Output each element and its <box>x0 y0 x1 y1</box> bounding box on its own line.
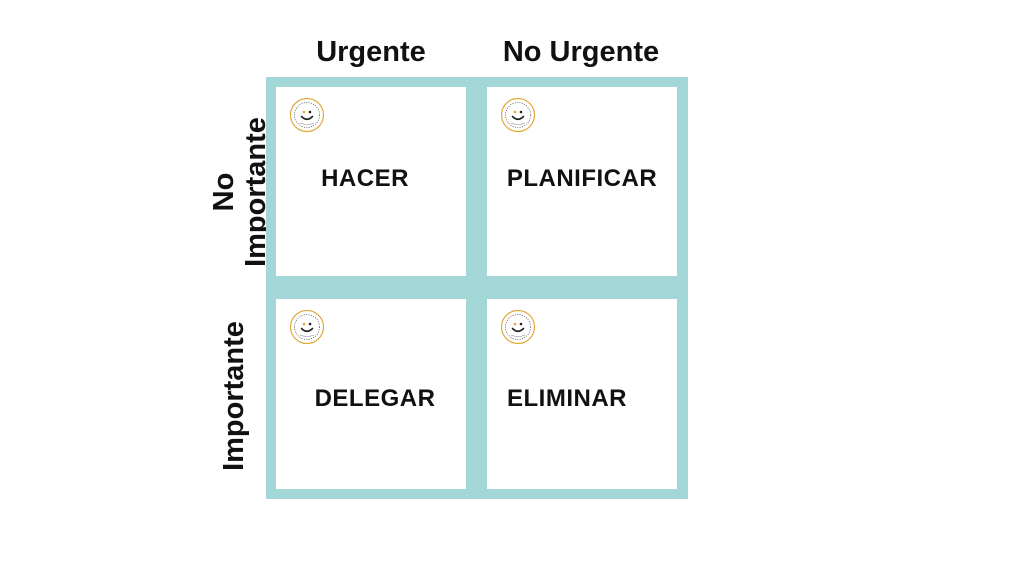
quadrant-label-delegar: DELEGAR <box>314 385 436 412</box>
smiley-badge-logo-icon <box>500 97 536 133</box>
row-header-not-important-line-1: No <box>208 172 240 212</box>
quadrant-label-eliminar: ELIMINAR <box>507 385 627 412</box>
quadrant-hacer: HACER <box>276 87 466 276</box>
quadrant-label-planificar: PLANIFICAR <box>506 165 658 192</box>
eisenhower-matrix: HACER PLANIFICAR DELEGAR <box>266 77 688 499</box>
smiley-badge-logo-icon <box>289 309 325 345</box>
column-header-not-urgent: No Urgente <box>502 36 660 68</box>
row-header-not-important: No Importante <box>208 92 272 292</box>
quadrant-label-hacer: HACER <box>321 165 409 192</box>
smiley-badge-logo-icon <box>289 97 325 133</box>
quadrant-delegar: DELEGAR <box>276 299 466 489</box>
row-header-important: Importante <box>218 321 250 471</box>
quadrant-eliminar: ELIMINAR <box>487 299 677 489</box>
quadrant-planificar: PLANIFICAR <box>487 87 677 276</box>
smiley-badge-logo-icon <box>500 309 536 345</box>
column-header-urgent: Urgente <box>316 36 426 68</box>
